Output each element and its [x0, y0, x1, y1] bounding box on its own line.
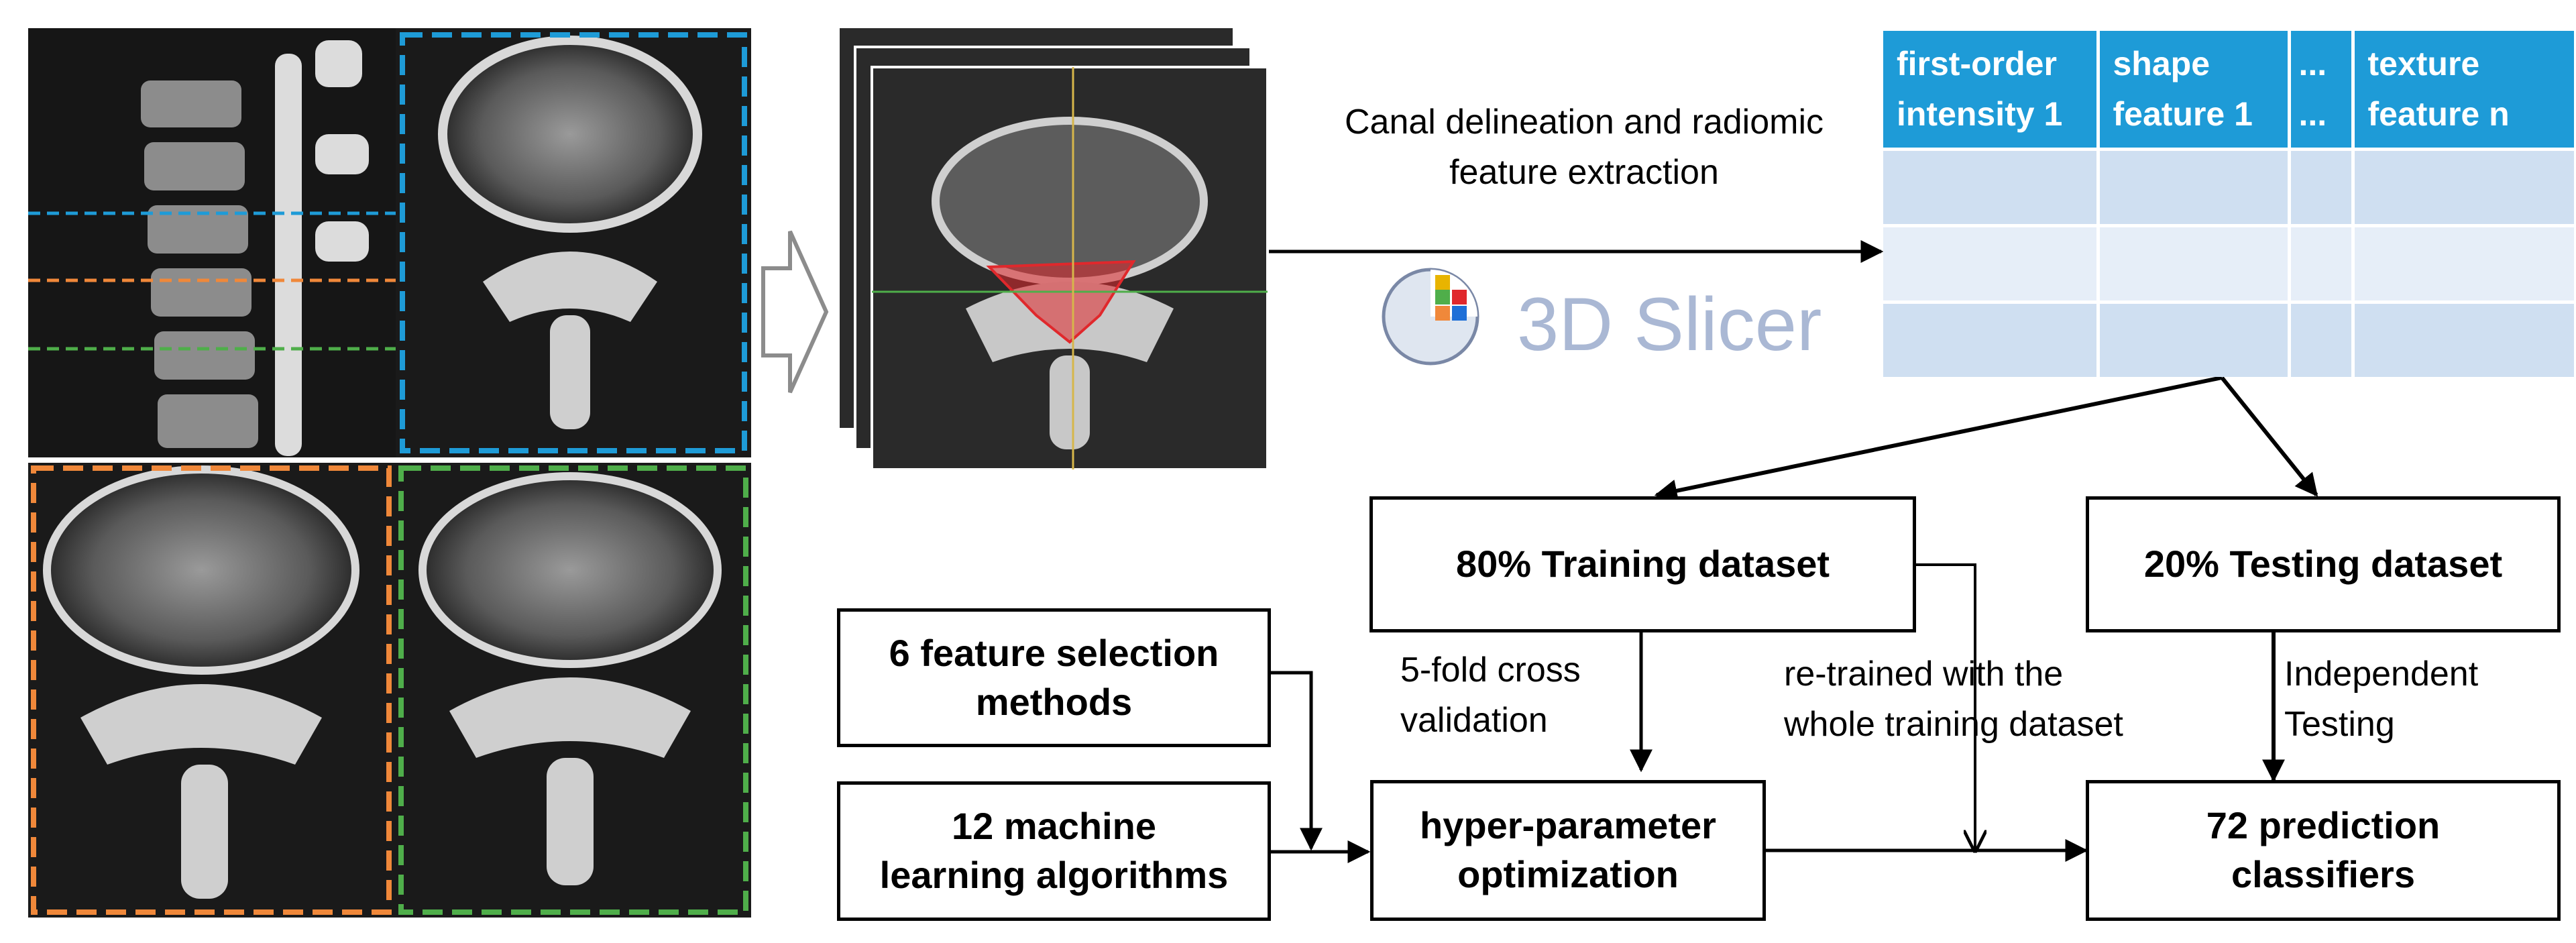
retrain-arrow: [1915, 563, 1975, 850]
ct-montage: [28, 28, 751, 918]
hollow-right-arrow: [761, 230, 829, 394]
feature-selection-arrow: [1271, 671, 1323, 851]
ml-algorithms-line2: learning algorithms: [879, 854, 1229, 896]
front-ct-slice: [872, 67, 1268, 469]
table-row: [1883, 224, 2576, 302]
training-dataset-label: 80% Training dataset: [1455, 543, 1830, 586]
axial-ct-green-level: [396, 463, 751, 918]
ml-algorithms-line1: 12 machine: [951, 805, 1157, 848]
table-row: [1883, 300, 2576, 377]
classifiers-line1: 72 prediction: [2206, 804, 2441, 847]
testing-dataset-box: 20% Testing dataset: [2086, 496, 2561, 632]
3d-slicer-logo-icon: [1382, 268, 1479, 366]
feature-selection-line1: 6 feature selection: [889, 631, 1219, 674]
hyperparameter-optimization-box: hyper-parameter optimization: [1370, 780, 1766, 921]
retrain-label: re-trained with the whole training datas…: [1784, 655, 2123, 744]
sagittal-ct-image: [28, 28, 396, 457]
table-row: [1883, 148, 2576, 226]
extraction-label: Canal delineation and radiomic feature e…: [1282, 97, 1886, 199]
segmented-ct-stack: [837, 25, 1269, 471]
feature-selection-line2: methods: [975, 680, 1133, 723]
hyperparameter-line2: optimization: [1457, 853, 1679, 895]
testing-dataset-label: 20% Testing dataset: [2143, 543, 2503, 586]
cross-validation-label: 5-fold cross validation: [1400, 651, 1581, 740]
feature-selection-box: 6 feature selection methods: [837, 608, 1271, 747]
extraction-label-line1: Canal delineation and radiomic: [1344, 103, 1824, 142]
table-to-testing-arrow: [2220, 376, 2318, 497]
axial-ct-blue-level: [396, 28, 751, 457]
independent-testing-label: Independent Testing: [2284, 655, 2479, 744]
ml-algorithms-box: 12 machine learning algorithms: [837, 781, 1271, 921]
axial-ct-orange-level: [28, 463, 396, 918]
training-dataset-box: 80% Training dataset: [1369, 496, 1916, 632]
prediction-classifiers-box: 72 prediction classifiers: [2086, 780, 2561, 921]
table-header-ellipsis: ......: [2289, 31, 2355, 150]
canal-segmentation: [986, 260, 1136, 344]
extraction-label-line2: feature extraction: [1449, 153, 1719, 192]
table-to-training-arrow: [1654, 376, 2223, 502]
3d-slicer-wordmark: 3D Slicer: [1517, 282, 1822, 366]
hyperparameter-line1: hyper-parameter: [1420, 804, 1716, 847]
classifiers-line2: classifiers: [2231, 853, 2415, 895]
